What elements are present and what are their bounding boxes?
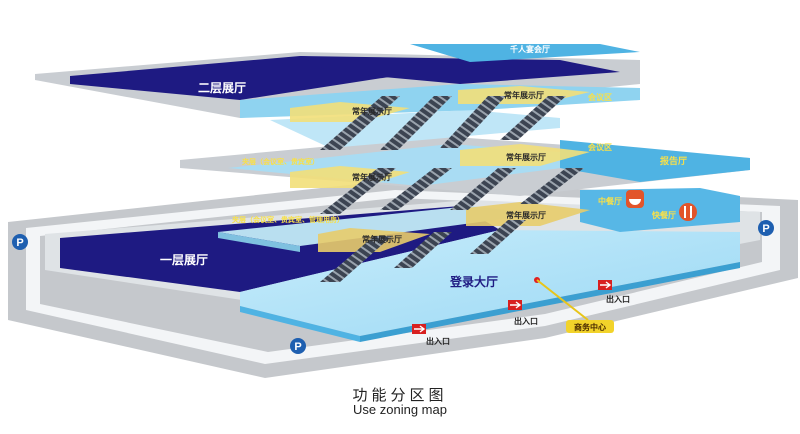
entrance-marker: 出入口 [508, 300, 538, 326]
meeting-label-top: 会议区 [588, 92, 612, 102]
chinese-restaurant-label: 中餐厅 [598, 196, 622, 206]
parking-icon: P [290, 338, 306, 354]
hall-1f-label: 一层展厅 [160, 253, 208, 267]
lobby-floor [240, 230, 740, 336]
entrance-label-1: 出入口 [426, 336, 450, 346]
mezzanine-upper-label: 夹层（会议室、贵宾室） [242, 157, 319, 166]
expo-label-top2: 常年展示厅 [504, 90, 544, 100]
expo-label-mid: 常年展示厅 [352, 172, 392, 182]
svg-text:P: P [16, 237, 23, 249]
svg-text:P: P [294, 341, 301, 353]
banquet-floor [410, 44, 640, 62]
meeting-label-mid: 会议区 [588, 142, 612, 152]
entrance-marker: 出入口 [598, 280, 630, 304]
lobby-label: 登录大厅 [449, 274, 498, 289]
title-zh: 功能分区图 [352, 386, 448, 404]
bowl-icon [626, 190, 644, 208]
title-en: Use zoning map [353, 402, 447, 417]
parking-icon: P [12, 234, 28, 250]
entrance-marker: 出入口 [412, 324, 450, 346]
svg-text:P: P [762, 223, 769, 235]
entrance-label-3: 出入口 [606, 294, 630, 304]
expo-label-low2: 常年展示厅 [506, 210, 546, 220]
business-center-marker: 商务中心 [534, 277, 614, 333]
entrance-label-2: 出入口 [514, 316, 538, 326]
report-hall-label: 报告厅 [660, 155, 687, 167]
business-center-label: 商务中心 [574, 322, 606, 332]
expo-label-mid2: 常年展示厅 [506, 152, 546, 162]
fast-food-label: 快餐厅 [652, 210, 676, 220]
mezzanine-lower-label: 夹层（会议室、贵宾室、管理用房） [232, 215, 344, 224]
escalators [320, 96, 584, 282]
parking-icon: P [758, 220, 774, 236]
ground-floor [45, 188, 760, 342]
expo-label-top: 常年展示厅 [352, 106, 392, 116]
hall-2f-label: 二层展厅 [198, 81, 246, 95]
mezzanine-lower [218, 206, 540, 252]
expo-label-low: 常年展示厅 [362, 234, 402, 244]
banquet-label: 千人宴会厅 [510, 44, 550, 54]
fork-knife-icon [679, 203, 697, 221]
